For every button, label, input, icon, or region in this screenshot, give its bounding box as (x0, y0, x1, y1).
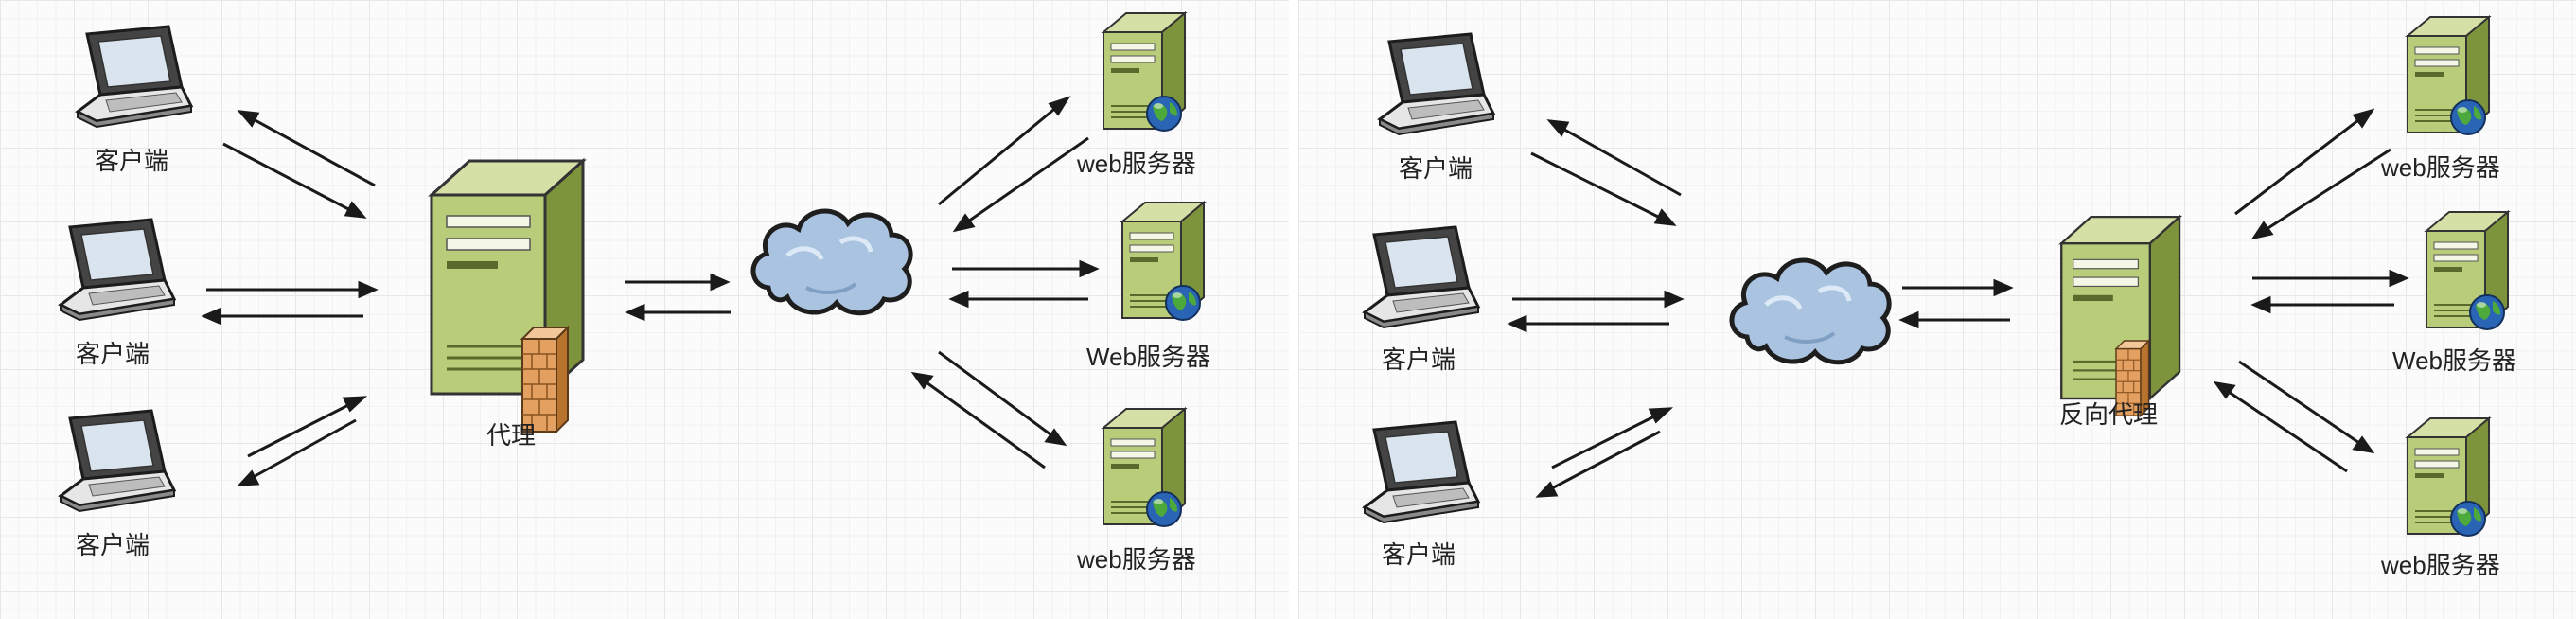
client-label: 客户端 (95, 148, 169, 176)
server-icon (1103, 12, 1186, 132)
web-server-label: web服务器 (2381, 153, 2500, 182)
firewall-icon (521, 327, 569, 433)
server-icon (1121, 202, 1205, 321)
cloud-icon (1732, 260, 1889, 363)
web-server-label: Web服务器 (1086, 343, 1210, 371)
connection-arrows-left (201, 96, 1100, 486)
laptop-icon (59, 409, 176, 513)
connection-arrows-right (1507, 108, 2409, 498)
laptop-icon (1363, 225, 1480, 329)
laptop-icon (76, 25, 193, 129)
server-icon (2426, 211, 2509, 330)
laptop-icon (1378, 32, 1495, 136)
proxy-label: 代理 (486, 422, 537, 451)
client-label: 客户端 (1399, 155, 1473, 184)
laptop-icon (59, 218, 176, 322)
web-server-label: Web服务器 (2392, 346, 2516, 375)
server-icon (1103, 408, 1186, 527)
server-icon (2407, 417, 2490, 537)
client-label: 客户端 (1382, 346, 1456, 375)
reverse-proxy-panel (1298, 0, 2576, 619)
reverse-proxy-label: 反向代理 (2059, 401, 2159, 430)
cloud-icon (753, 211, 910, 313)
client-label: 客户端 (76, 341, 150, 369)
client-label: 客户端 (1382, 541, 1456, 570)
web-server-label: web服务器 (1077, 150, 1196, 178)
laptop-icon (1363, 420, 1480, 524)
web-server-label: web服务器 (2381, 551, 2500, 579)
client-label: 客户端 (76, 532, 150, 560)
web-server-label: web服务器 (1077, 545, 1196, 574)
server-icon (2407, 16, 2490, 135)
